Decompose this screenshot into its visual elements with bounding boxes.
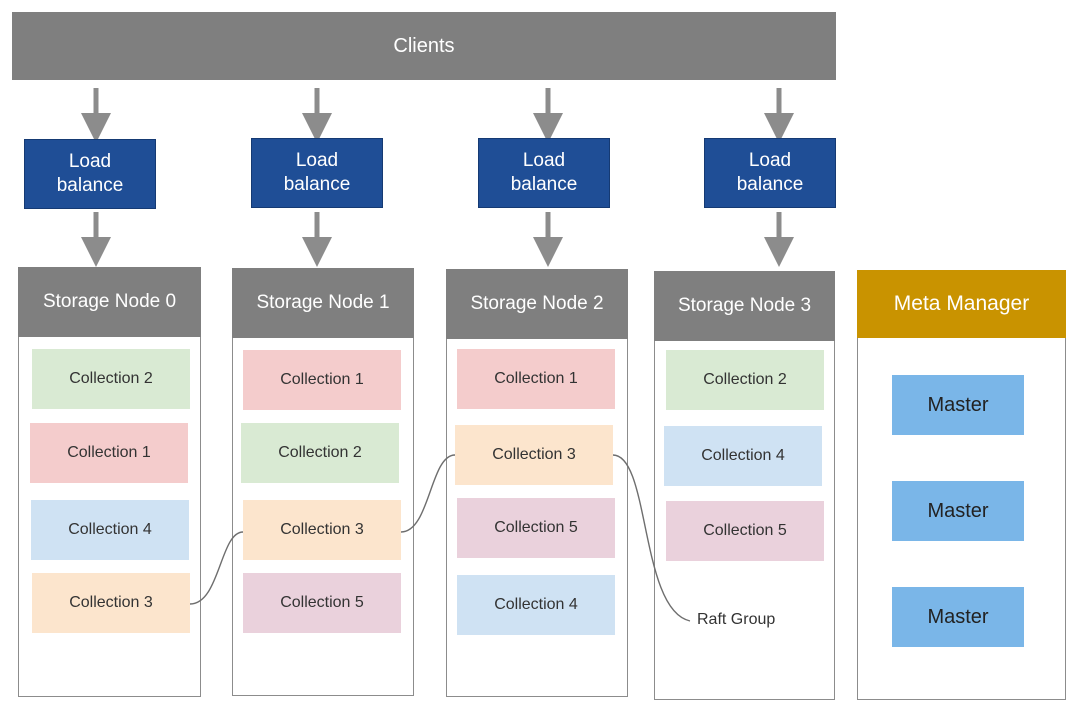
collection-1-block: Collection 1	[243, 350, 401, 410]
collection-label: Collection 2	[703, 371, 787, 388]
collection-3-block: Collection 3	[243, 500, 401, 560]
collection-5-block: Collection 5	[243, 573, 401, 633]
collection-label: Collection 4	[701, 447, 785, 464]
master-label: Master	[927, 605, 989, 628]
load-balance-3: Load balance	[704, 138, 836, 208]
meta-manager-title: Meta Manager	[893, 292, 1030, 315]
clients-label: Clients	[393, 34, 455, 57]
collection-label: Collection 5	[703, 522, 787, 539]
collection-label: Collection 2	[69, 370, 153, 387]
collection-label: Collection 5	[280, 594, 364, 611]
collection-label: Collection 3	[69, 594, 153, 611]
collection-5-block: Collection 5	[457, 498, 615, 558]
storage-node-title: Storage Node 2	[470, 293, 604, 314]
load-balance-label: Load balance	[283, 150, 351, 195]
collection-label: Collection 1	[67, 444, 151, 461]
master-node: Master	[892, 375, 1024, 435]
master-node: Master	[892, 481, 1024, 541]
load-balance-2: Load balance	[478, 138, 610, 208]
collection-3-block: Collection 3	[32, 573, 190, 633]
collection-2-block: Collection 2	[666, 350, 824, 410]
meta-manager-header: Meta Manager	[857, 270, 1066, 338]
raft-group-label: Raft Group	[697, 611, 775, 629]
collection-label: Collection 1	[280, 371, 364, 388]
raft-link-node2-label	[612, 454, 691, 622]
collection-4-block: Collection 4	[664, 426, 822, 486]
master-node: Master	[892, 587, 1024, 647]
storage-node-title: Storage Node 3	[677, 295, 812, 316]
storage-node-2-header: Storage Node 2	[446, 269, 628, 339]
collection-2-block: Collection 2	[241, 423, 399, 483]
storage-node-1-header: Storage Node 1	[232, 268, 414, 338]
raft-link-node1-node2	[400, 454, 456, 533]
collection-label: Collection 3	[280, 521, 364, 538]
collection-label: Collection 4	[494, 596, 578, 613]
collection-1-block: Collection 1	[457, 349, 615, 409]
storage-node-title: Storage Node 1	[256, 292, 390, 313]
load-balance-1: Load balance	[251, 138, 383, 208]
collection-label: Collection 3	[492, 446, 576, 463]
collection-2-block: Collection 2	[32, 349, 190, 409]
collection-label: Collection 2	[278, 444, 362, 461]
collection-5-block: Collection 5	[666, 501, 824, 561]
raft-link-node0-node1	[189, 531, 244, 605]
collection-1-block: Collection 1	[30, 423, 188, 483]
storage-node-title: Storage Node 0	[42, 291, 177, 312]
storage-node-3-header: Storage Node 3	[654, 271, 835, 341]
load-balance-label: Load balance	[736, 150, 804, 195]
collection-3-block: Collection 3	[455, 425, 613, 485]
load-balance-label: Load balance	[510, 150, 578, 195]
master-label: Master	[927, 499, 989, 522]
collection-label: Collection 5	[494, 519, 578, 536]
clients-bar: Clients	[12, 12, 836, 80]
collection-4-block: Collection 4	[457, 575, 615, 635]
collection-label: Collection 1	[494, 370, 578, 387]
load-balance-0: Load balance	[24, 139, 156, 209]
raft-group-text: Raft Group	[697, 611, 776, 628]
load-balance-label: Load balance	[56, 151, 124, 196]
storage-node-0-header: Storage Node 0	[18, 267, 201, 337]
collection-label: Collection 4	[68, 521, 152, 538]
collection-4-block: Collection 4	[31, 500, 189, 560]
master-label: Master	[927, 393, 989, 416]
